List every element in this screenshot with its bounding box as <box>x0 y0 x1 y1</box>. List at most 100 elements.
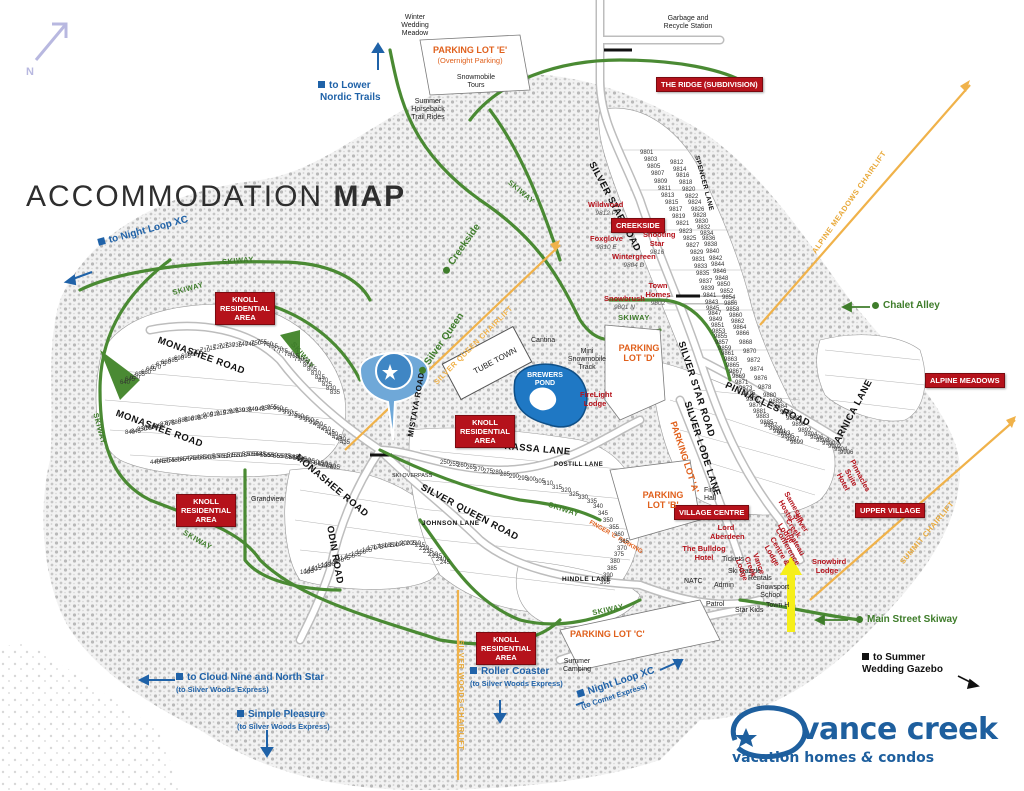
lot-number: 305 <box>535 479 546 485</box>
lot-number: 985 <box>299 416 310 422</box>
lot-number: 665 <box>146 367 157 373</box>
lift-arrows <box>550 80 1016 428</box>
lot-number: 9854 <box>722 295 736 301</box>
main-street-skiway-dot <box>856 615 863 623</box>
winter-wedding-meadow: Winter Wedding Meadow <box>401 14 429 37</box>
nav-cloud-nine-text: to Cloud Nine and North Star <box>187 672 325 683</box>
lot-number: 9816 <box>676 173 690 179</box>
lot-number: 220 <box>419 546 430 552</box>
lot-number: 725 <box>219 344 230 350</box>
lot-number: 520 <box>232 453 243 459</box>
lot-number: 750 <box>251 341 262 347</box>
lot-number: 280 <box>492 470 503 476</box>
black-arrow <box>957 675 980 690</box>
lot-number: 130 <box>325 562 336 568</box>
lot-number: 275 <box>483 469 494 475</box>
lot-number: 425 <box>332 435 343 441</box>
lot-number: 735 <box>232 343 243 349</box>
lot-number: 555 <box>264 453 275 459</box>
lot-number: 9892 <box>798 428 812 434</box>
lot-number: 700 <box>187 352 198 358</box>
lot-number: 190 <box>389 543 400 549</box>
lot-number: 9822 <box>685 194 699 200</box>
lot-number: 9835 <box>696 271 710 277</box>
lot-number: 920 <box>223 410 234 416</box>
lot-number: 105 <box>304 569 315 575</box>
lot-number: 285 <box>500 472 511 478</box>
village-centre-box: VILLAGE CENTRE <box>674 505 750 520</box>
lot-number: 9813 <box>661 193 675 199</box>
lot-number: 9807 <box>651 171 665 177</box>
lot-number: 955 <box>267 405 278 411</box>
lot-number: 440 <box>150 460 161 466</box>
lot-number: 295 <box>518 476 529 482</box>
fire-hall: Fire Hall <box>703 487 717 502</box>
lot-number: 370 <box>617 546 628 552</box>
lot-number: 590 <box>293 456 304 462</box>
nav-lower-nordic-text: to Lower <box>329 80 371 91</box>
lot-number: 695 <box>181 354 192 360</box>
lot-number: 9873 <box>739 386 753 392</box>
lot-number: 9890 <box>792 422 806 428</box>
ski-dazzle: Ski Dazzle <box>728 568 762 575</box>
lot-number: 9830 <box>695 219 709 225</box>
lot-number: 605 <box>305 459 316 465</box>
lot-number: 9845 <box>706 306 720 312</box>
nav-square-icon <box>176 673 183 680</box>
lot-number: 980 <box>294 414 305 420</box>
admin: Admin <box>714 582 734 589</box>
lot-number: 9872 <box>747 358 761 364</box>
lot-number: 740 <box>238 342 249 348</box>
lot-number: 415 <box>325 430 336 436</box>
lot-number: 710 <box>200 348 211 354</box>
lot-number: 9894 <box>804 432 818 438</box>
road-postill-lane: POSTILL LANE <box>554 462 604 468</box>
lot-number: 810 <box>311 371 322 377</box>
lot-number: 365 <box>619 539 630 545</box>
nav-simple-pleasure[interactable]: Simple Pleasure(to Silver Woods Express) <box>237 709 330 733</box>
lot-number: 385 <box>607 566 618 572</box>
lot-number: 680 <box>161 360 172 366</box>
lot-number: 155 <box>351 552 362 558</box>
lot-number: 755 <box>257 340 268 346</box>
nav-cloud-nine[interactable]: to Cloud Nine and North Star (to Silver W… <box>176 672 324 696</box>
lot-number: 9896 <box>810 435 824 441</box>
lot-number: 9840 <box>706 249 720 255</box>
title-light: ACCOMMODATION <box>26 180 324 213</box>
lot-number: 9874 <box>750 367 764 373</box>
nav-roller-coaster-text: Roller Coaster <box>481 666 550 677</box>
knoll-area-2: KNOLL RESIDENTIAL AREA <box>455 415 515 448</box>
lot-number: 450 <box>160 459 171 465</box>
lot-number: 9868 <box>739 340 753 346</box>
lot-number: 675 <box>156 362 167 368</box>
lot-number: 9863 <box>724 357 738 363</box>
lot-number: 235 <box>432 554 443 560</box>
lot-number: 9819 <box>672 214 686 220</box>
lot-number: 485 <box>196 455 207 461</box>
lot-number: 9857 <box>715 340 729 346</box>
yellow-arrow-marker <box>780 556 802 632</box>
lot-number: 540 <box>252 452 263 458</box>
lot-number: 960 <box>273 406 284 412</box>
parking-lot-e: PARKING LOT 'E'(Overnight Parking) <box>433 45 507 66</box>
nav-cloud-nine-sub: (to Silver Woods Express) <box>176 685 269 694</box>
lot-number: 195 <box>395 542 406 548</box>
lot-number: 470 <box>181 457 192 463</box>
lot-number: 185 <box>384 543 395 549</box>
lot-number: 475 <box>186 456 197 462</box>
parking-lot-c: PARKING LOT 'C' <box>570 629 645 639</box>
upper-village-box: UPPER VILLAGE <box>855 503 926 518</box>
lot-number: 855 <box>142 426 153 432</box>
natc: NATC <box>684 578 703 585</box>
lot-number: 770 <box>273 347 284 353</box>
lot-number: 935 <box>242 408 253 414</box>
lot-number: 9834 <box>700 231 714 237</box>
lot-number: 940 <box>248 407 259 413</box>
lot-number: 9861 <box>721 351 735 357</box>
lodge-town-homes-name: Town Homes <box>645 281 671 299</box>
skiway-junction-2 <box>280 330 300 360</box>
nav-roller-coaster[interactable]: Roller Coaster(to Silver Woods Express) <box>470 666 563 690</box>
lot-number: 9880 <box>763 393 777 399</box>
